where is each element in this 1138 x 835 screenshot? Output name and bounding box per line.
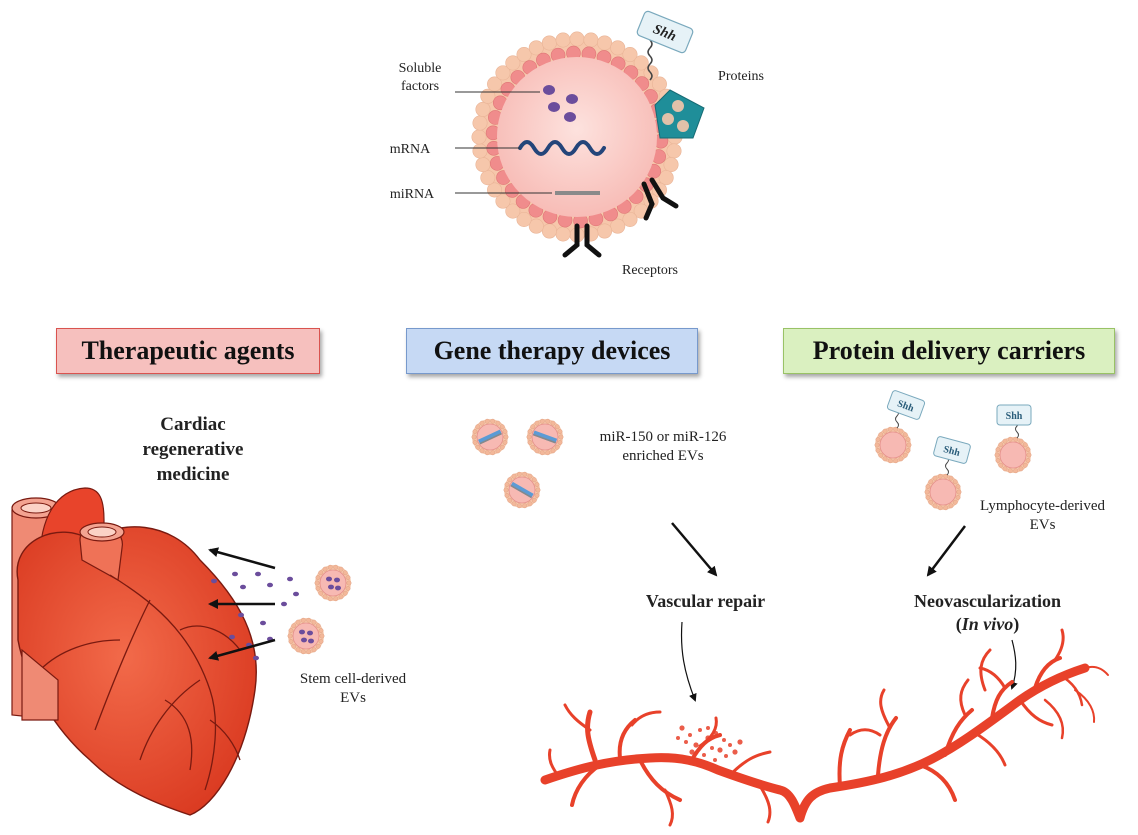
soluble-label: Soluble	[399, 61, 442, 76]
mrna-icon	[518, 140, 606, 156]
gene-therapy-devices-box: Gene therapy devices	[406, 328, 698, 374]
stem-cell-evs	[287, 564, 352, 655]
lymphocyte-evs-label: Lymphocyte-derived EVs	[960, 497, 1125, 535]
membrane-bead	[528, 40, 544, 56]
protein-to-neovascularization-arrow	[926, 525, 966, 577]
membrane-bead	[541, 35, 557, 51]
mirna-label: miRNA	[390, 187, 435, 202]
mirna-ev	[503, 471, 541, 509]
cardiac-title-line1: Cardiac	[160, 414, 226, 435]
membrane-bead	[651, 76, 667, 92]
mirna-evs-line2: enriched EVs	[622, 448, 704, 464]
vascular-repair-label: Vascular repair	[645, 591, 766, 611]
receptors-label: Receptors	[622, 263, 678, 278]
membrane-bead	[472, 115, 488, 131]
blood-vessel-network	[540, 628, 1109, 827]
receptor-icon	[562, 177, 679, 258]
membrane-bead	[610, 40, 626, 56]
membrane-bead	[597, 35, 613, 51]
membrane-bead	[475, 157, 491, 173]
membrane-bead	[475, 101, 491, 117]
membrane-bead	[480, 88, 496, 104]
heart-icon	[11, 487, 257, 816]
shh-tag: Shh	[933, 436, 971, 464]
membrane-bead	[541, 223, 557, 239]
lymphocyte-ev: Shh	[874, 390, 926, 464]
membrane-bead	[487, 182, 503, 198]
factors-label: factors	[401, 79, 439, 94]
membrane-bead	[569, 31, 585, 47]
stem-cell-evs-line2: EVs	[340, 690, 366, 706]
shh-protein-tag: Shh	[636, 10, 694, 81]
stem-cell-evs-line1: Stem cell-derived	[299, 671, 407, 687]
paren-close: )	[1013, 614, 1020, 634]
membrane-bead	[505, 55, 521, 71]
shh-tag-text: Shh	[942, 444, 961, 459]
protein-delivery-carriers-box: Protein delivery carriers	[783, 328, 1115, 374]
neovascularization-line2: (In vivo)	[880, 613, 1095, 636]
membrane-bead	[528, 218, 544, 234]
shh-tag: Shh	[886, 390, 926, 420]
vascular-damage-dots	[676, 725, 743, 764]
mirna-enriched-evs	[471, 418, 564, 509]
in-vivo-text: In vivo	[961, 614, 1014, 634]
membrane-bead	[663, 157, 679, 173]
paren-open: (	[955, 614, 962, 634]
shh-tag-text: Shh	[1006, 411, 1023, 422]
therapeutic-agents-box: Therapeutic agents	[56, 328, 320, 374]
repair-pointer-arrow	[680, 621, 697, 702]
membrane-bead	[583, 32, 599, 48]
gene-to-repair-arrow	[671, 522, 718, 577]
membrane-bead	[622, 211, 638, 227]
lymphocyte-ev: Shh	[994, 404, 1032, 474]
membrane-bead	[555, 226, 571, 242]
membrane-protein-icon	[654, 89, 705, 139]
neovascularization-line1: Neovascularization	[914, 591, 1061, 611]
membrane-bead	[472, 143, 488, 159]
released-factors-icon	[211, 571, 299, 661]
membrane-bead	[555, 32, 571, 48]
membrane-bead	[597, 223, 613, 239]
membrane-bead	[480, 170, 496, 186]
proteins-label: Proteins	[718, 69, 764, 84]
mirna-ev	[526, 418, 564, 456]
membrane-bead	[505, 203, 521, 219]
neovascularization-pointer-arrow	[1010, 639, 1018, 690]
cardiac-title-line3: medicine	[156, 464, 230, 485]
membrane-bead	[471, 129, 487, 145]
membrane-bead	[487, 76, 503, 92]
mirna-evs-label: miR-150 or miR-126 enriched EVs	[578, 428, 748, 466]
membrane-bead	[610, 218, 626, 234]
membrane-bead	[666, 143, 682, 159]
membrane-bead	[516, 211, 532, 227]
cardiac-title-line2: regenerative	[142, 439, 244, 460]
stem-cell-evs-label: Stem cell-derived EVs	[268, 670, 438, 708]
shh-tag: Shh	[996, 404, 1032, 426]
lymphocyte-evs-line2: EVs	[1029, 517, 1056, 533]
membrane-bead	[622, 47, 638, 63]
mirna-evs-line1: miR-150 or miR-126	[599, 429, 727, 445]
membrane-bead	[658, 170, 674, 186]
neovascularization-label: Neovascularization (In vivo)	[880, 590, 1095, 636]
soluble-factors-icon	[543, 85, 578, 122]
extracellular-vesicle: Shh	[455, 10, 705, 258]
lymphocyte-evs-line1: Lymphocyte-derived	[980, 498, 1105, 514]
lymphocyte-ev: Shh	[924, 436, 971, 511]
membrane-bead	[633, 55, 649, 71]
membrane-bead	[495, 193, 511, 209]
cardiac-title: Cardiac regenerative medicine	[118, 412, 268, 487]
mirna-icon	[555, 191, 600, 195]
mirna-ev	[471, 418, 509, 456]
vesicle-lumen	[497, 57, 657, 217]
membrane-bead	[495, 65, 511, 81]
stem-cell-ev	[314, 564, 352, 602]
delivery-arrows	[208, 547, 276, 661]
stem-cell-ev	[287, 617, 325, 655]
mrna-label: mRNA	[390, 142, 431, 157]
membrane-bead	[516, 47, 532, 63]
